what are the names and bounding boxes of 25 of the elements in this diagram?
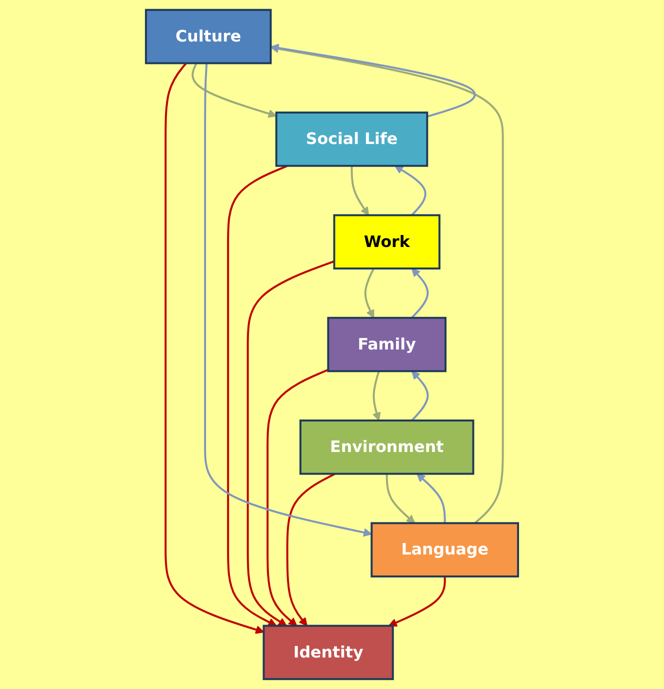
node-box: Language bbox=[370, 522, 520, 578]
arrow bbox=[266, 368, 329, 626]
arrow bbox=[416, 473, 446, 524]
node-box: Environment bbox=[299, 420, 474, 475]
arrow bbox=[386, 474, 416, 524]
arrow bbox=[164, 62, 264, 634]
arrow bbox=[192, 62, 277, 118]
arrow bbox=[411, 370, 429, 422]
arrow bbox=[350, 166, 369, 216]
node-box: Family bbox=[327, 316, 446, 372]
arrow bbox=[204, 63, 372, 537]
arrow bbox=[364, 268, 375, 318]
arrow bbox=[411, 268, 429, 319]
arrow bbox=[246, 260, 335, 626]
arrow bbox=[286, 472, 336, 626]
node-box: Social Life bbox=[275, 112, 428, 167]
node-box: Work bbox=[333, 214, 440, 270]
node-box: Culture bbox=[144, 8, 272, 64]
arrow bbox=[372, 370, 381, 421]
arrow bbox=[388, 576, 446, 627]
arrow bbox=[270, 44, 476, 118]
arrow bbox=[394, 165, 426, 216]
arrow bbox=[270, 44, 504, 524]
node-box: Identity bbox=[262, 624, 394, 680]
arrow bbox=[227, 164, 288, 626]
